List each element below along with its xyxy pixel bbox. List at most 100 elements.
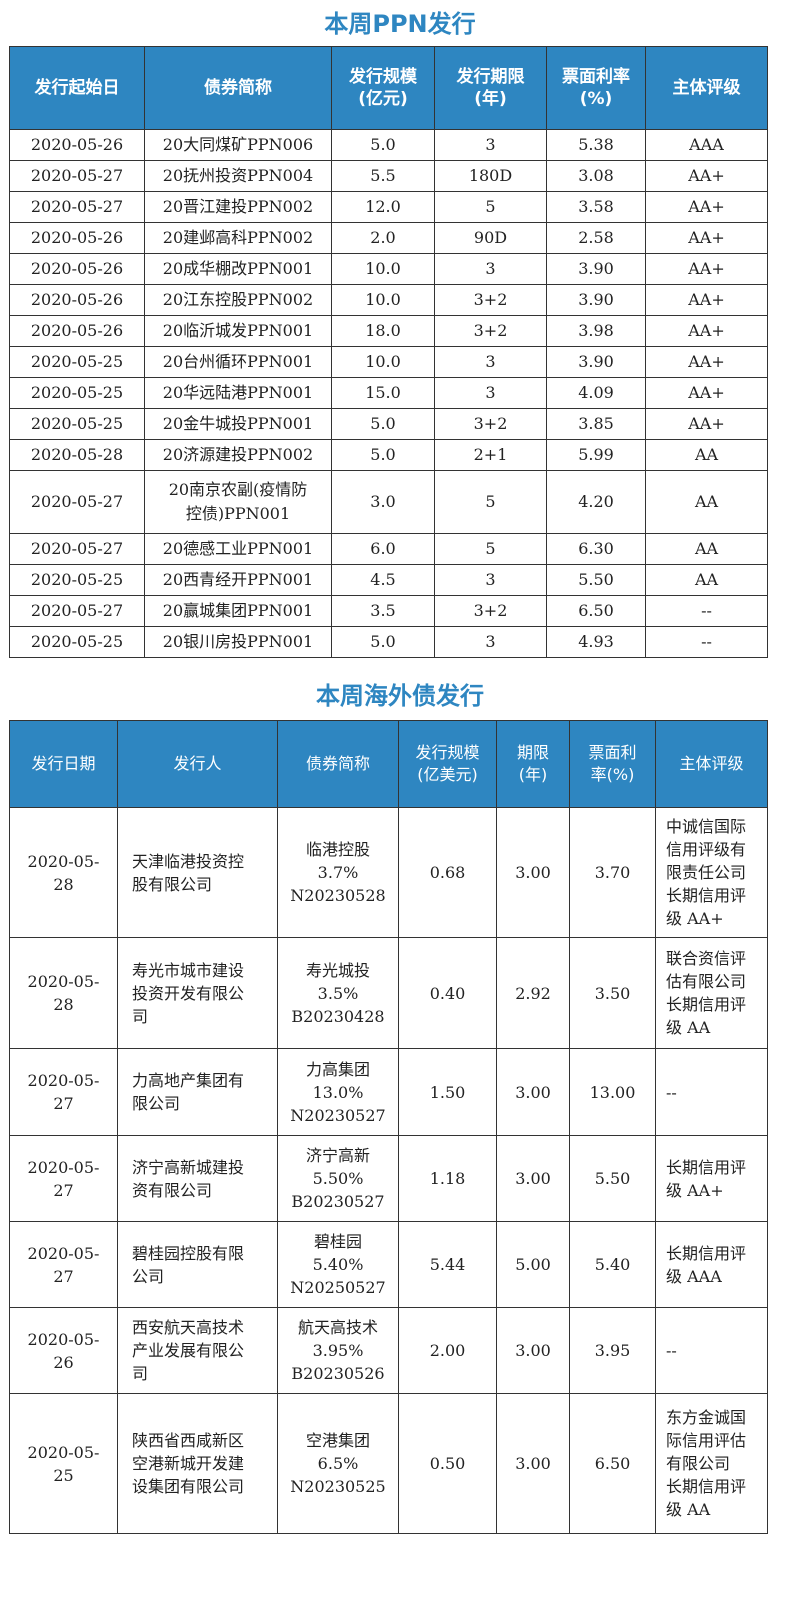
cell-issuer-rating: 联合资信评估有限公司长期信用评级 AA xyxy=(655,937,768,1049)
cell-issue-date: 2020-05-27 xyxy=(9,533,145,565)
column-header-term: 发行期限(年) xyxy=(434,46,547,130)
cell-coupon-rate: 13.00 xyxy=(569,1048,656,1136)
cell-issue-size: 0.40 xyxy=(398,937,497,1049)
cell-term: 90D xyxy=(434,222,547,254)
cell-bond-name: 20济源建投PPN002 xyxy=(144,439,332,471)
cell-issuer-rating: AA+ xyxy=(645,315,768,347)
cell-issuer-rating: AA+ xyxy=(645,191,768,223)
cell-term: 3.00 xyxy=(496,1393,570,1534)
ppn-table: 发行起始日债券简称发行规模(亿元)发行期限(年)票面利率(%)主体评级 2020… xyxy=(9,46,768,658)
cell-issuer-rating: AAA xyxy=(645,129,768,161)
cell-bond-name: 20银川房投PPN001 xyxy=(144,626,332,658)
cell-issue-size: 5.44 xyxy=(398,1221,497,1308)
cell-term: 5 xyxy=(434,191,547,223)
cell-issue-date: 2020-05-27 xyxy=(9,1135,118,1222)
cell-coupon-rate: 4.20 xyxy=(546,470,646,534)
cell-issuer-rating: AA+ xyxy=(645,222,768,254)
cell-coupon-rate: 6.50 xyxy=(569,1393,656,1534)
cell-issue-date: 2020-05-26 xyxy=(9,222,145,254)
cell-term: 3+2 xyxy=(434,595,547,627)
column-header-issuer-rating: 主体评级 xyxy=(645,46,768,130)
cell-coupon-rate: 3.90 xyxy=(546,346,646,378)
column-header-issue-size: 发行规模(亿元) xyxy=(331,46,435,130)
cell-issuer-rating: AA+ xyxy=(645,284,768,316)
cell-issue-size: 0.50 xyxy=(398,1393,497,1534)
cell-coupon-rate: 3.70 xyxy=(569,807,656,938)
cell-issue-size: 3.5 xyxy=(331,595,435,627)
cell-issue-size: 12.0 xyxy=(331,191,435,223)
cell-term: 3 xyxy=(434,626,547,658)
cell-term: 3.00 xyxy=(496,1048,570,1136)
overseas-table: 发行日期发行人债券简称发行规模(亿美元)期限(年)票面利率(%)主体评级 202… xyxy=(9,720,768,1534)
cell-issuer-rating: AA xyxy=(645,533,768,565)
cell-issue-date: 2020-05-25 xyxy=(9,626,145,658)
cell-issuer: 陕西省西咸新区空港新城开发建设集团有限公司 xyxy=(117,1393,278,1534)
cell-issue-size: 10.0 xyxy=(331,253,435,285)
cell-term: 5 xyxy=(434,533,547,565)
cell-issue-date: 2020-05-26 xyxy=(9,315,145,347)
cell-issue-size: 6.0 xyxy=(331,533,435,565)
cell-issuer-rating: 东方金诚国际信用评估有限公司长期信用评级 AA xyxy=(655,1393,768,1534)
cell-bond-name: 20西青经开PPN001 xyxy=(144,564,332,596)
cell-issue-size: 0.68 xyxy=(398,807,497,938)
cell-issue-size: 1.50 xyxy=(398,1048,497,1136)
cell-coupon-rate: 3.58 xyxy=(546,191,646,223)
cell-issuer: 天津临港投资控股有限公司 xyxy=(117,807,278,938)
cell-issuer: 寿光市城市建设投资开发有限公司 xyxy=(117,937,278,1049)
cell-issue-size: 18.0 xyxy=(331,315,435,347)
cell-term: 3.00 xyxy=(496,1135,570,1222)
cell-issuer-rating: AA xyxy=(645,439,768,471)
cell-term: 3+2 xyxy=(434,315,547,347)
cell-coupon-rate: 3.98 xyxy=(546,315,646,347)
cell-issue-date: 2020-05-25 xyxy=(9,377,145,409)
cell-issue-date: 2020-05-28 xyxy=(9,807,118,938)
cell-bond-name: 20赢城集团PPN001 xyxy=(144,595,332,627)
cell-coupon-rate: 5.50 xyxy=(546,564,646,596)
cell-bond-name: 20临沂城发PPN001 xyxy=(144,315,332,347)
cell-issuer-rating: -- xyxy=(655,1307,768,1394)
column-header-issue-size: 发行规模(亿美元) xyxy=(398,720,497,808)
cell-bond-name: 20江东控股PPN002 xyxy=(144,284,332,316)
cell-coupon-rate: 5.38 xyxy=(546,129,646,161)
cell-issue-date: 2020-05-26 xyxy=(9,284,145,316)
cell-term: 3 xyxy=(434,346,547,378)
ppn-section-title: 本周PPN发行 xyxy=(324,10,476,38)
cell-issue-date: 2020-05-27 xyxy=(9,191,145,223)
cell-coupon-rate: 4.93 xyxy=(546,626,646,658)
cell-bond-name: 20成华棚改PPN001 xyxy=(144,253,332,285)
cell-coupon-rate: 3.95 xyxy=(569,1307,656,1394)
cell-issue-size: 5.0 xyxy=(331,439,435,471)
cell-issue-size: 3.0 xyxy=(331,470,435,534)
column-header-bond-name: 债券简称 xyxy=(277,720,399,808)
column-header-issuer: 发行人 xyxy=(117,720,278,808)
cell-coupon-rate: 5.40 xyxy=(569,1221,656,1308)
cell-coupon-rate: 3.90 xyxy=(546,284,646,316)
cell-term: 3 xyxy=(434,253,547,285)
cell-issue-date: 2020-05-27 xyxy=(9,160,145,192)
cell-term: 3 xyxy=(434,377,547,409)
cell-term: 3+2 xyxy=(434,284,547,316)
column-header-term: 期限(年) xyxy=(496,720,570,808)
cell-issue-size: 2.0 xyxy=(331,222,435,254)
cell-term: 2.92 xyxy=(496,937,570,1049)
cell-issuer-rating: AA+ xyxy=(645,160,768,192)
cell-issue-date: 2020-05-25 xyxy=(9,564,145,596)
cell-issuer: 济宁高新城建投资有限公司 xyxy=(117,1135,278,1222)
